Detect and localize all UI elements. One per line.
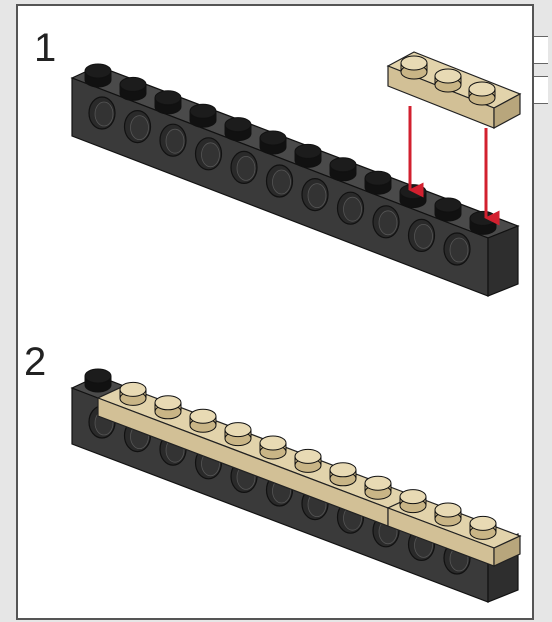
stud <box>84 368 112 393</box>
stud <box>434 502 462 527</box>
stud <box>399 489 427 514</box>
pin-hole <box>407 218 436 252</box>
stud <box>294 448 322 473</box>
step-1-number: 1 <box>34 26 57 70</box>
pin-hole <box>301 178 329 212</box>
stud <box>119 381 147 406</box>
stud <box>329 462 357 487</box>
stud <box>84 63 112 88</box>
pin-hole <box>372 205 400 239</box>
stud <box>364 170 392 195</box>
stud <box>224 117 252 142</box>
step-2-number: 2 <box>24 340 47 384</box>
stud <box>224 422 252 447</box>
pin-hole <box>194 137 223 171</box>
stud <box>434 197 462 222</box>
side-margin <box>532 0 552 622</box>
pin-hole <box>443 232 471 266</box>
stud <box>154 90 182 115</box>
stud <box>399 184 427 209</box>
stud <box>189 103 217 128</box>
stud <box>400 55 428 80</box>
stud <box>364 475 392 500</box>
pin-hole <box>123 109 152 144</box>
stud <box>259 130 287 155</box>
stud <box>294 143 322 168</box>
stud <box>468 81 496 106</box>
stud <box>329 157 357 182</box>
pin-hole <box>88 96 116 130</box>
stud <box>469 210 497 235</box>
stud <box>154 395 182 420</box>
technic-brick-step1 <box>70 63 520 297</box>
tan-plate-1x3 <box>386 51 522 130</box>
pin-hole <box>336 191 365 225</box>
stud <box>189 408 217 433</box>
pin-hole <box>230 150 258 184</box>
stud <box>469 515 497 540</box>
stud <box>434 68 462 93</box>
stud <box>119 76 147 101</box>
stud <box>259 435 287 460</box>
pin-hole <box>159 123 187 157</box>
pin-hole <box>265 164 294 198</box>
down-arrow <box>408 106 500 226</box>
